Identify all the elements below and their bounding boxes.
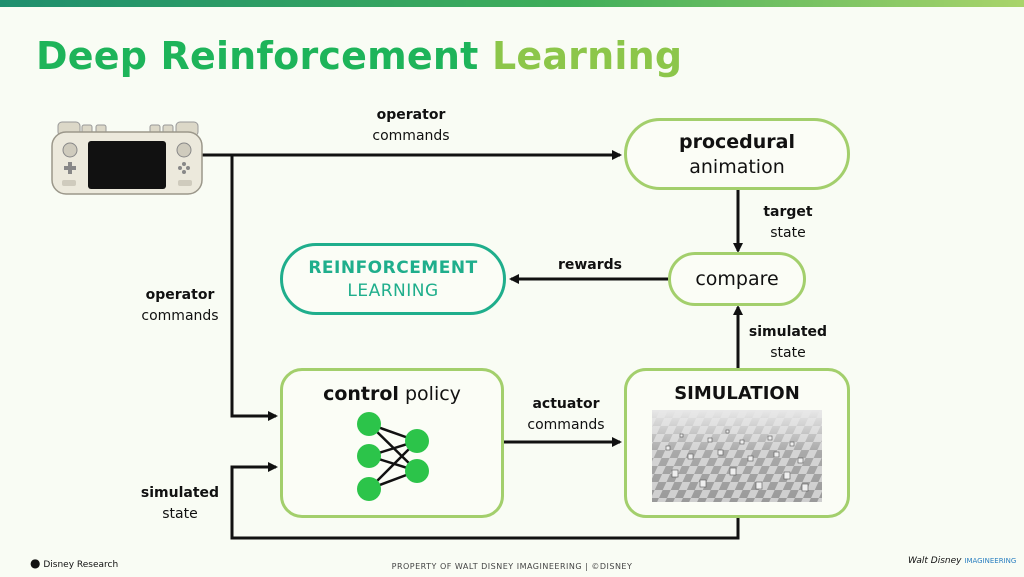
label-operator-top-bold: operator xyxy=(376,107,446,123)
procedural-line1: procedural xyxy=(678,130,795,153)
imagineering-logo-sub: IMAGINEERING xyxy=(964,557,1017,565)
simulation-title: SIMULATION xyxy=(674,383,800,404)
label-simulated-right: simulated state xyxy=(742,322,834,364)
label-operator-top-normal: commands xyxy=(372,128,450,144)
compare-label: compare xyxy=(695,268,779,290)
disney-research-text: Disney Research xyxy=(43,560,119,570)
page-title: Deep Reinforcement Learning xyxy=(36,34,682,78)
label-operator-top: operator commands xyxy=(356,105,466,147)
label-actuator-normal: commands xyxy=(527,417,605,433)
neural-network-icon xyxy=(357,412,429,501)
label-target-bold: target xyxy=(763,204,813,220)
label-simulated-bottom-normal: state xyxy=(162,506,198,522)
label-simulated-bottom: simulated state xyxy=(128,483,232,525)
label-simulated-bottom-bold: simulated xyxy=(140,485,220,501)
title-part1: Deep Reinforcement xyxy=(36,34,479,78)
label-target-state: target state xyxy=(748,202,828,244)
label-operator-left-normal: commands xyxy=(141,308,219,324)
procedural-animation-node: procedural animation xyxy=(624,118,850,190)
control-policy-node: control policy xyxy=(280,368,504,518)
edge-operator-left xyxy=(230,155,278,421)
disney-research-logo: ● Disney Research xyxy=(30,556,118,570)
imagineering-logo: Walt Disney IMAGINEERING xyxy=(908,556,1016,566)
label-operator-left: operator commands xyxy=(128,285,232,327)
simulation-render-image xyxy=(652,410,822,502)
mickey-icon: ● xyxy=(30,556,41,570)
label-simulated-right-normal: state xyxy=(770,345,806,361)
imagineering-logo-main: Walt Disney xyxy=(908,556,962,566)
label-rewards: rewards xyxy=(542,255,638,276)
label-simulated-right-bold: simulated xyxy=(748,324,828,340)
procedural-line2: animation xyxy=(689,155,785,178)
handheld-controller-icon xyxy=(51,121,203,195)
simulation-node: SIMULATION xyxy=(624,368,850,518)
reinforcement-learning-node: REINFORCEMENT LEARNING xyxy=(280,243,506,315)
control-policy-title: control policy xyxy=(323,383,461,405)
label-target-normal: state xyxy=(770,225,806,241)
compare-node: compare xyxy=(668,252,806,306)
top-accent-bar xyxy=(0,0,1024,7)
label-actuator-bold: actuator xyxy=(532,396,600,412)
rl-line2: LEARNING xyxy=(347,280,439,301)
label-rewards-bold: rewards xyxy=(557,257,623,273)
rl-line1: REINFORCEMENT xyxy=(308,257,478,278)
control-rest: policy xyxy=(398,383,461,405)
title-part2: Learning xyxy=(491,34,683,78)
label-operator-left-bold: operator xyxy=(145,287,215,303)
control-bold: control xyxy=(323,383,399,405)
footer-copyright: PROPERTY OF WALT DISNEY IMAGINEERING | ©… xyxy=(391,562,633,571)
edge-simulated-bottom xyxy=(230,462,740,540)
label-actuator: actuator commands xyxy=(514,394,618,436)
